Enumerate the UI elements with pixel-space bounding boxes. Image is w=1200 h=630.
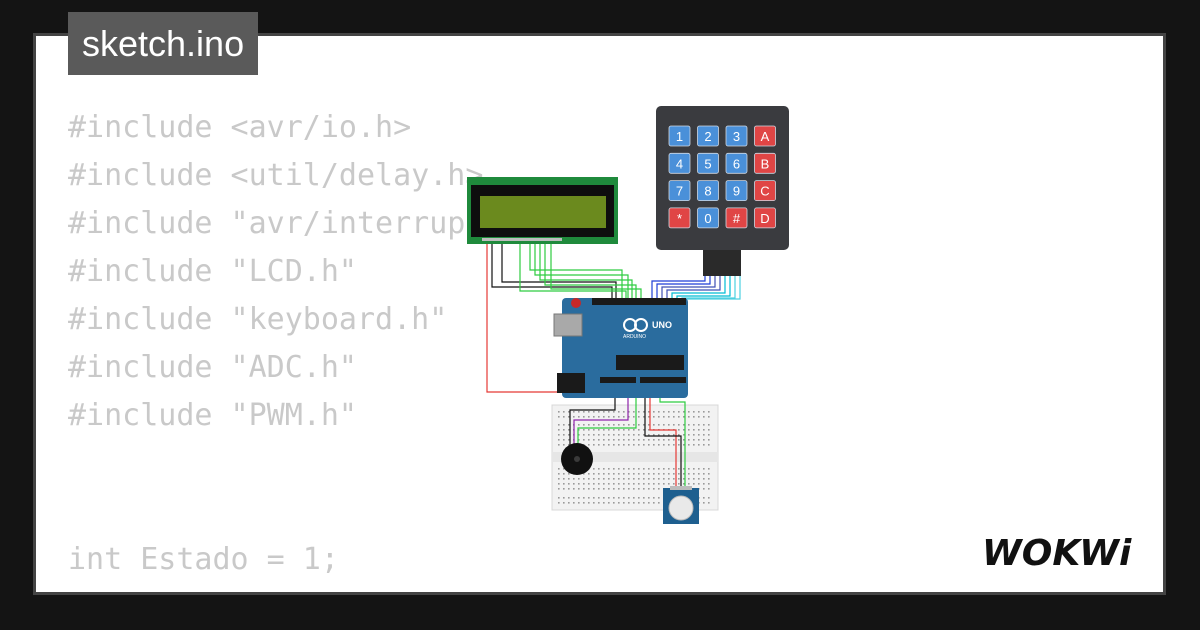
keypad-key-label: 3	[733, 129, 740, 144]
keypad-key-label: D	[760, 211, 769, 226]
keypad-key-label: C	[760, 184, 769, 199]
code-line: #include <avr/io.h>	[68, 110, 412, 145]
keypad-key[interactable]: B	[754, 152, 776, 174]
keypad-key[interactable]: 7	[668, 180, 691, 202]
keypad-key[interactable]: 0	[697, 207, 719, 229]
keypad-key-label: 0	[704, 211, 711, 226]
keypad-key[interactable]: #	[725, 207, 748, 229]
keypad-key[interactable]: C	[754, 180, 776, 202]
keypad-key[interactable]: 5	[697, 152, 719, 174]
code-line: #include <util/delay.h>	[68, 158, 484, 193]
code-line: #include "keyboard.h"	[68, 302, 448, 337]
arduino-uno: UNO ARDUINO	[553, 298, 688, 398]
keypad-key-label: 2	[704, 129, 711, 144]
code-line: #include "PWM.h"	[68, 398, 357, 433]
code-line: int Frecuencia = 0;	[68, 584, 538, 592]
code-line: #include "LCD.h"	[68, 254, 357, 289]
keypad-key[interactable]: 4	[668, 152, 691, 174]
keypad-key[interactable]: 9	[725, 180, 748, 202]
arduino-model-label: UNO	[652, 320, 672, 330]
keypad-key[interactable]: A	[754, 125, 776, 147]
buzzer	[561, 443, 593, 475]
keypad-key-label: 7	[676, 184, 683, 199]
wokwi-logo: WOKWi	[982, 533, 1132, 574]
keypad-key[interactable]: 1	[668, 125, 691, 147]
keypad-key[interactable]: *	[668, 207, 691, 229]
keypad-key[interactable]: 3	[725, 125, 748, 147]
keypad-key-label: 4	[676, 156, 683, 171]
keypad-key-label: 9	[733, 184, 740, 199]
wokwi-logo-text: WOKWi	[982, 533, 1132, 574]
keypad-key-label: B	[761, 156, 770, 171]
keypad-key[interactable]: 2	[697, 125, 719, 147]
keypad-key[interactable]: 6	[725, 152, 748, 174]
lcd-display	[467, 177, 618, 244]
keypad-key-label: 1	[676, 129, 683, 144]
keypad-key-label: 8	[704, 184, 711, 199]
arduino-brand-label: ARDUINO	[623, 334, 646, 340]
keypad-key-label: A	[761, 129, 770, 144]
file-tab[interactable]: sketch.ino	[68, 12, 259, 75]
potentiometer	[663, 486, 699, 524]
keypad-key[interactable]: D	[754, 207, 776, 229]
keypad-key-label: 6	[733, 156, 740, 171]
keypad-key-label: *	[677, 211, 682, 226]
keypad-key[interactable]: 8	[697, 180, 719, 202]
keypad-key-label: #	[733, 211, 741, 226]
code-line: int Estado = 1;	[68, 542, 339, 577]
code-line: #include "ADC.h"	[68, 350, 357, 385]
keypad: 1 2 3 A 4 5 6 B 7 8 9 C * 0 # D	[656, 106, 789, 276]
file-tab-label: sketch.ino	[82, 23, 245, 64]
keypad-key-label: 5	[704, 156, 711, 171]
